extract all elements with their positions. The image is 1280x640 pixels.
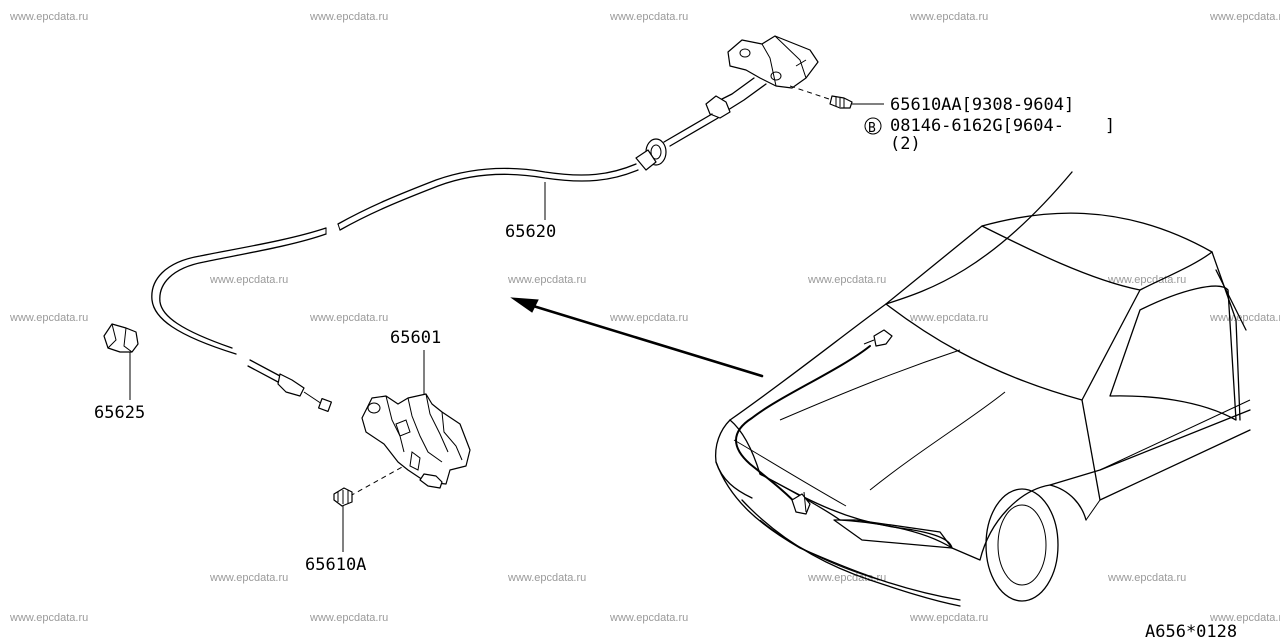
marker-b-icon	[864, 117, 882, 135]
watermark: www.epcdata.ru	[909, 312, 988, 324]
watermark: www.epcdata.ru	[1209, 612, 1280, 624]
callout-label-clip: 65625	[94, 403, 145, 423]
callout-label-bolt-alt: 08146-6162G[9604- ]	[890, 116, 1115, 136]
watermark: www.epcdata.ru	[507, 274, 586, 286]
watermark: www.epcdata.ru	[609, 312, 688, 324]
direction-arrow	[510, 297, 764, 378]
watermark: www.epcdata.ru	[507, 572, 586, 584]
watermark-layer: www.epcdata.ru www.epcdata.ru www.epcdat…	[9, 11, 1280, 624]
release-handle-drawing	[705, 35, 819, 119]
watermark: www.epcdata.ru	[309, 11, 388, 23]
watermark: www.epcdata.ru	[909, 11, 988, 23]
callout-label-bolt-lower: 65610A	[305, 555, 366, 575]
watermark: www.epcdata.ru	[209, 572, 288, 584]
callout-label-lock: 65601	[390, 328, 441, 348]
cable-drawing	[151, 113, 719, 413]
watermark: www.epcdata.ru	[309, 312, 388, 324]
vehicle-drawing	[714, 171, 1251, 607]
watermark: www.epcdata.ru	[1209, 312, 1280, 324]
watermark: www.epcdata.ru	[9, 312, 88, 324]
watermark: www.epcdata.ru	[609, 612, 688, 624]
watermark: www.epcdata.ru	[807, 274, 886, 286]
hood-lock-drawing	[349, 350, 471, 497]
diagram-code: A656*0128	[1145, 622, 1237, 640]
callout-label-bolt-qty: (2)	[890, 134, 921, 154]
watermark: www.epcdata.ru	[609, 11, 688, 23]
callout-label-cable: 65620	[505, 222, 556, 242]
lower-bolt-drawing	[333, 487, 353, 552]
watermark: www.epcdata.ru	[909, 612, 988, 624]
watermark: www.epcdata.ru	[309, 612, 388, 624]
watermark: www.epcdata.ru	[1209, 11, 1280, 23]
watermark: www.epcdata.ru	[209, 274, 288, 286]
watermark: www.epcdata.ru	[9, 612, 88, 624]
watermark: www.epcdata.ru	[1107, 572, 1186, 584]
callout-label-bolt-upper: 65610AA[9308-9604]	[890, 95, 1074, 115]
watermark: www.epcdata.ru	[9, 11, 88, 23]
upper-bolt-drawing	[789, 85, 884, 109]
marker-b-label: B	[868, 121, 876, 136]
clip-drawing	[103, 323, 139, 400]
